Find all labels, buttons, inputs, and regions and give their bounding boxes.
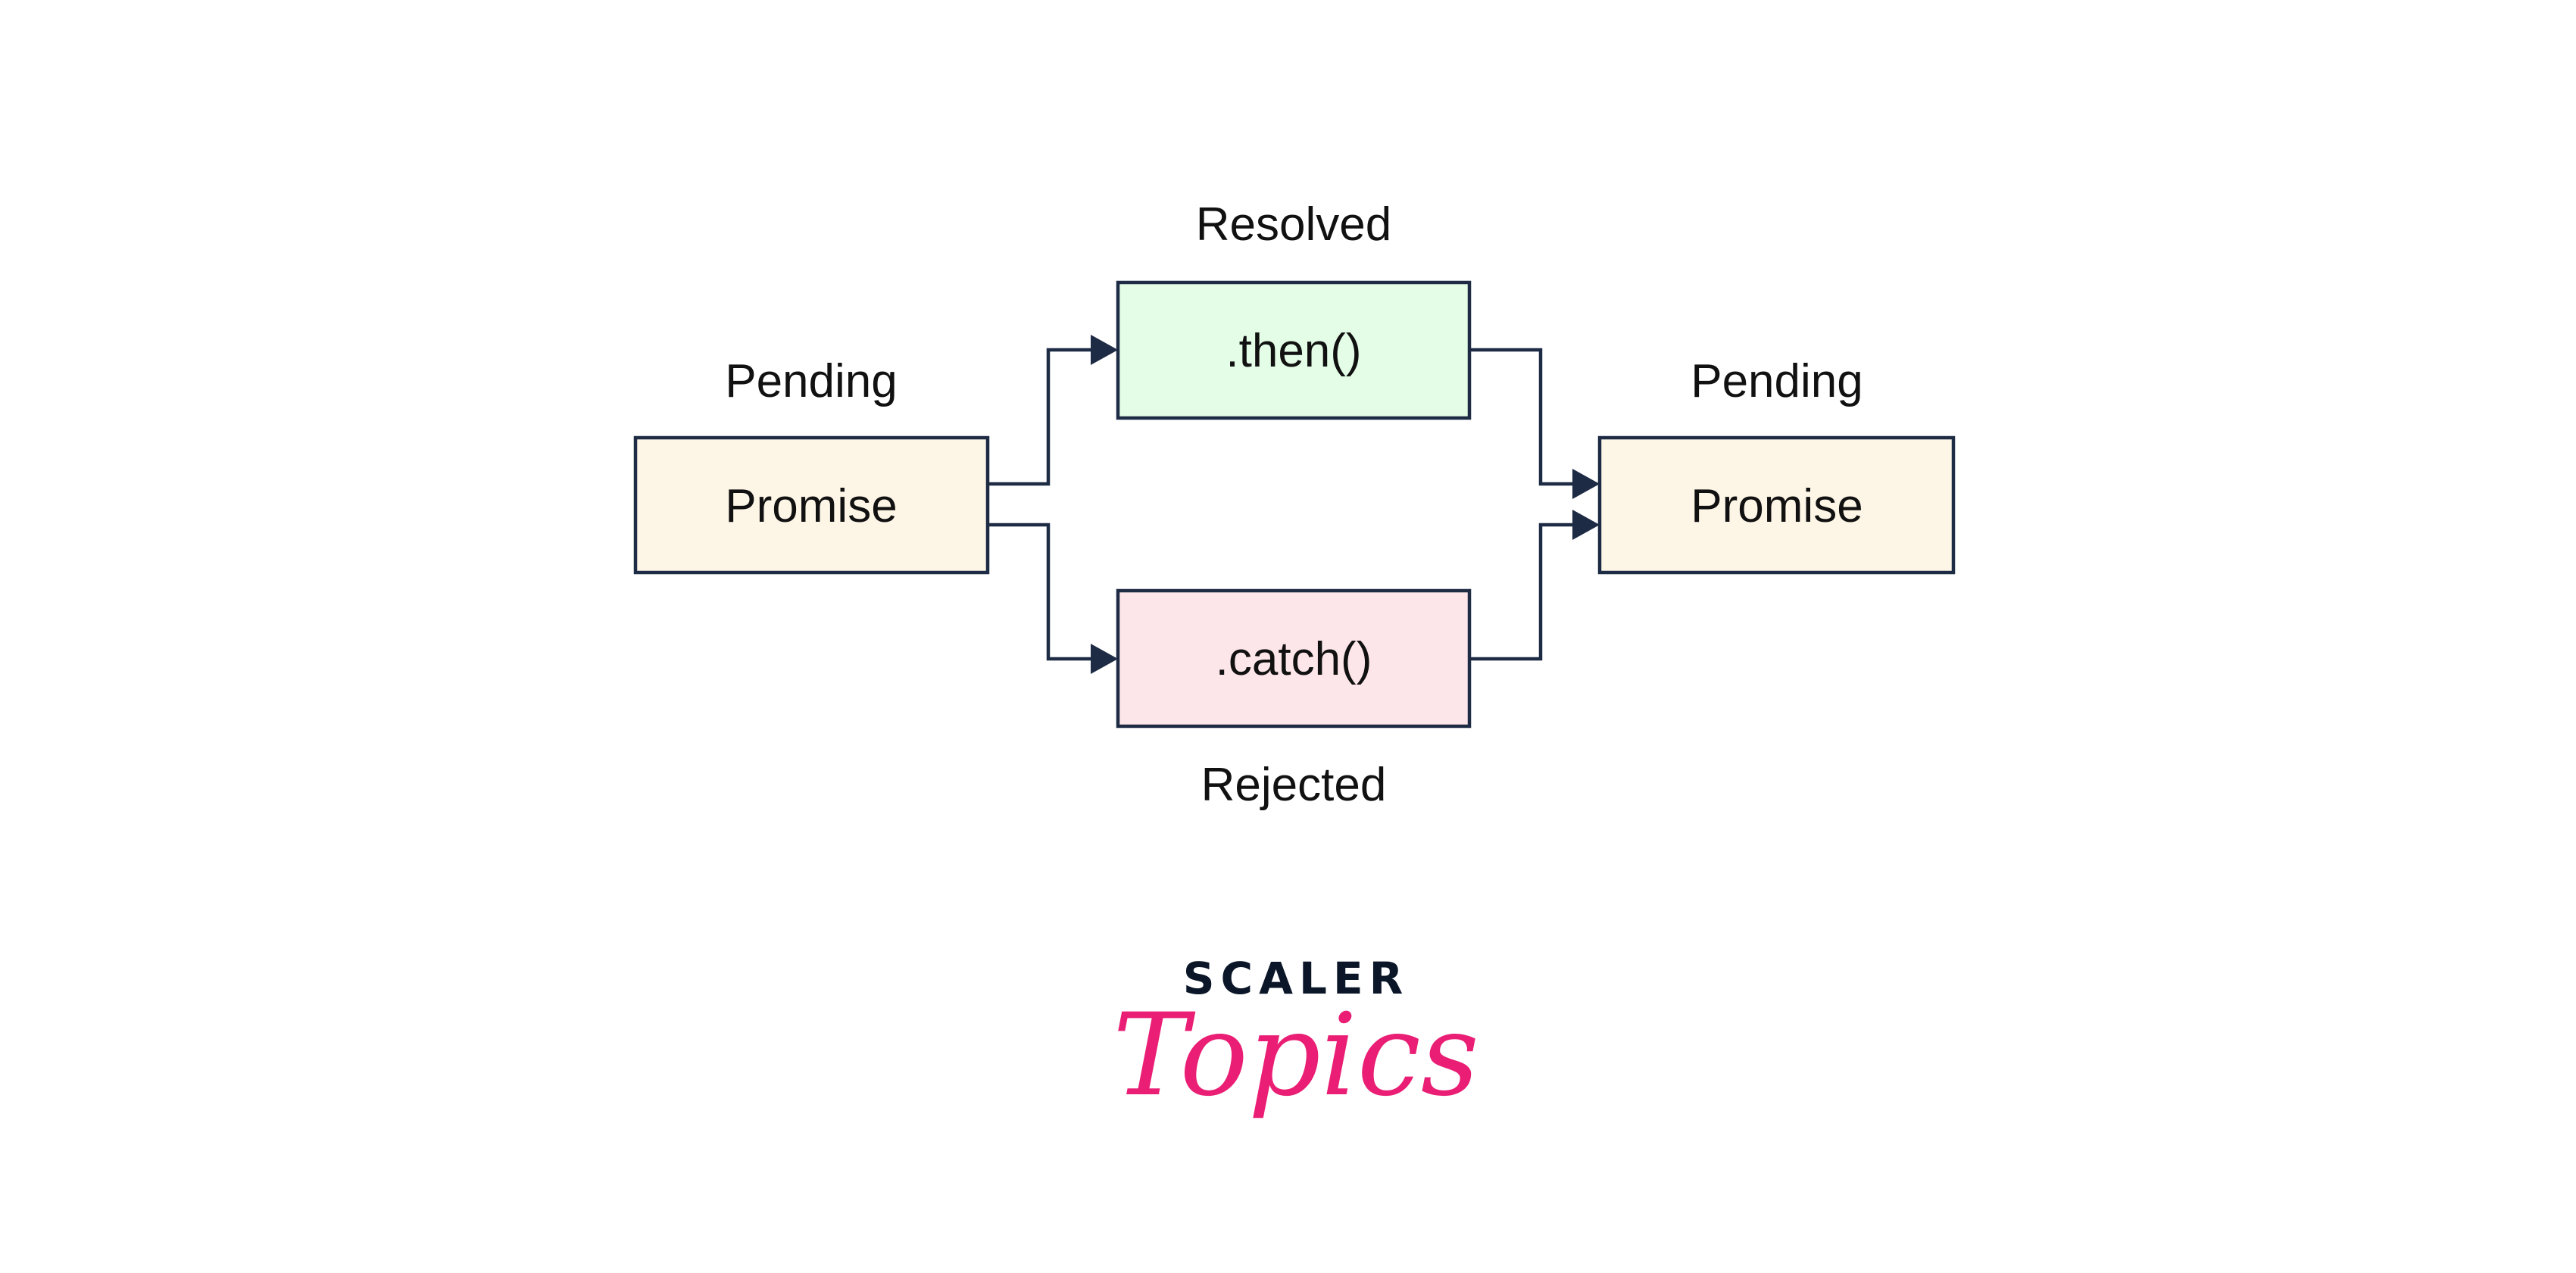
state-label-pending: Pending [725, 355, 898, 407]
node-label: .then() [1226, 325, 1361, 377]
node-then: Resolved .then() [1116, 198, 1472, 420]
node-source-promise: Pending Promise [633, 355, 990, 575]
node-label: Promise [1691, 480, 1863, 532]
state-label-resolved: Resolved [1196, 198, 1391, 251]
node-label: .catch() [1216, 633, 1372, 685]
edge-promise-to-catch [988, 523, 1091, 661]
state-label-pending: Pending [1691, 355, 1863, 407]
arrowhead-icon [1572, 469, 1600, 499]
arrowhead-icon [1572, 510, 1600, 540]
arrowhead-icon [1091, 335, 1118, 365]
edge-then-to-promise [1469, 348, 1572, 486]
node-label: Promise [725, 480, 897, 532]
node-result-promise: Pending Promise [1597, 355, 1956, 575]
scaler-topics-logo: SCALER Topics [1113, 953, 1479, 1122]
arrowhead-icon [1091, 644, 1118, 674]
state-label-rejected: Rejected [1201, 759, 1387, 811]
logo-wordmark-topics: Topics [1113, 990, 1479, 1122]
edge-catch-to-promise [1469, 523, 1572, 661]
logo-wordmark-scaler: SCALER [1183, 953, 1409, 1004]
edge-promise-to-then [988, 348, 1091, 486]
node-catch: .catch() Rejected [1116, 588, 1472, 811]
